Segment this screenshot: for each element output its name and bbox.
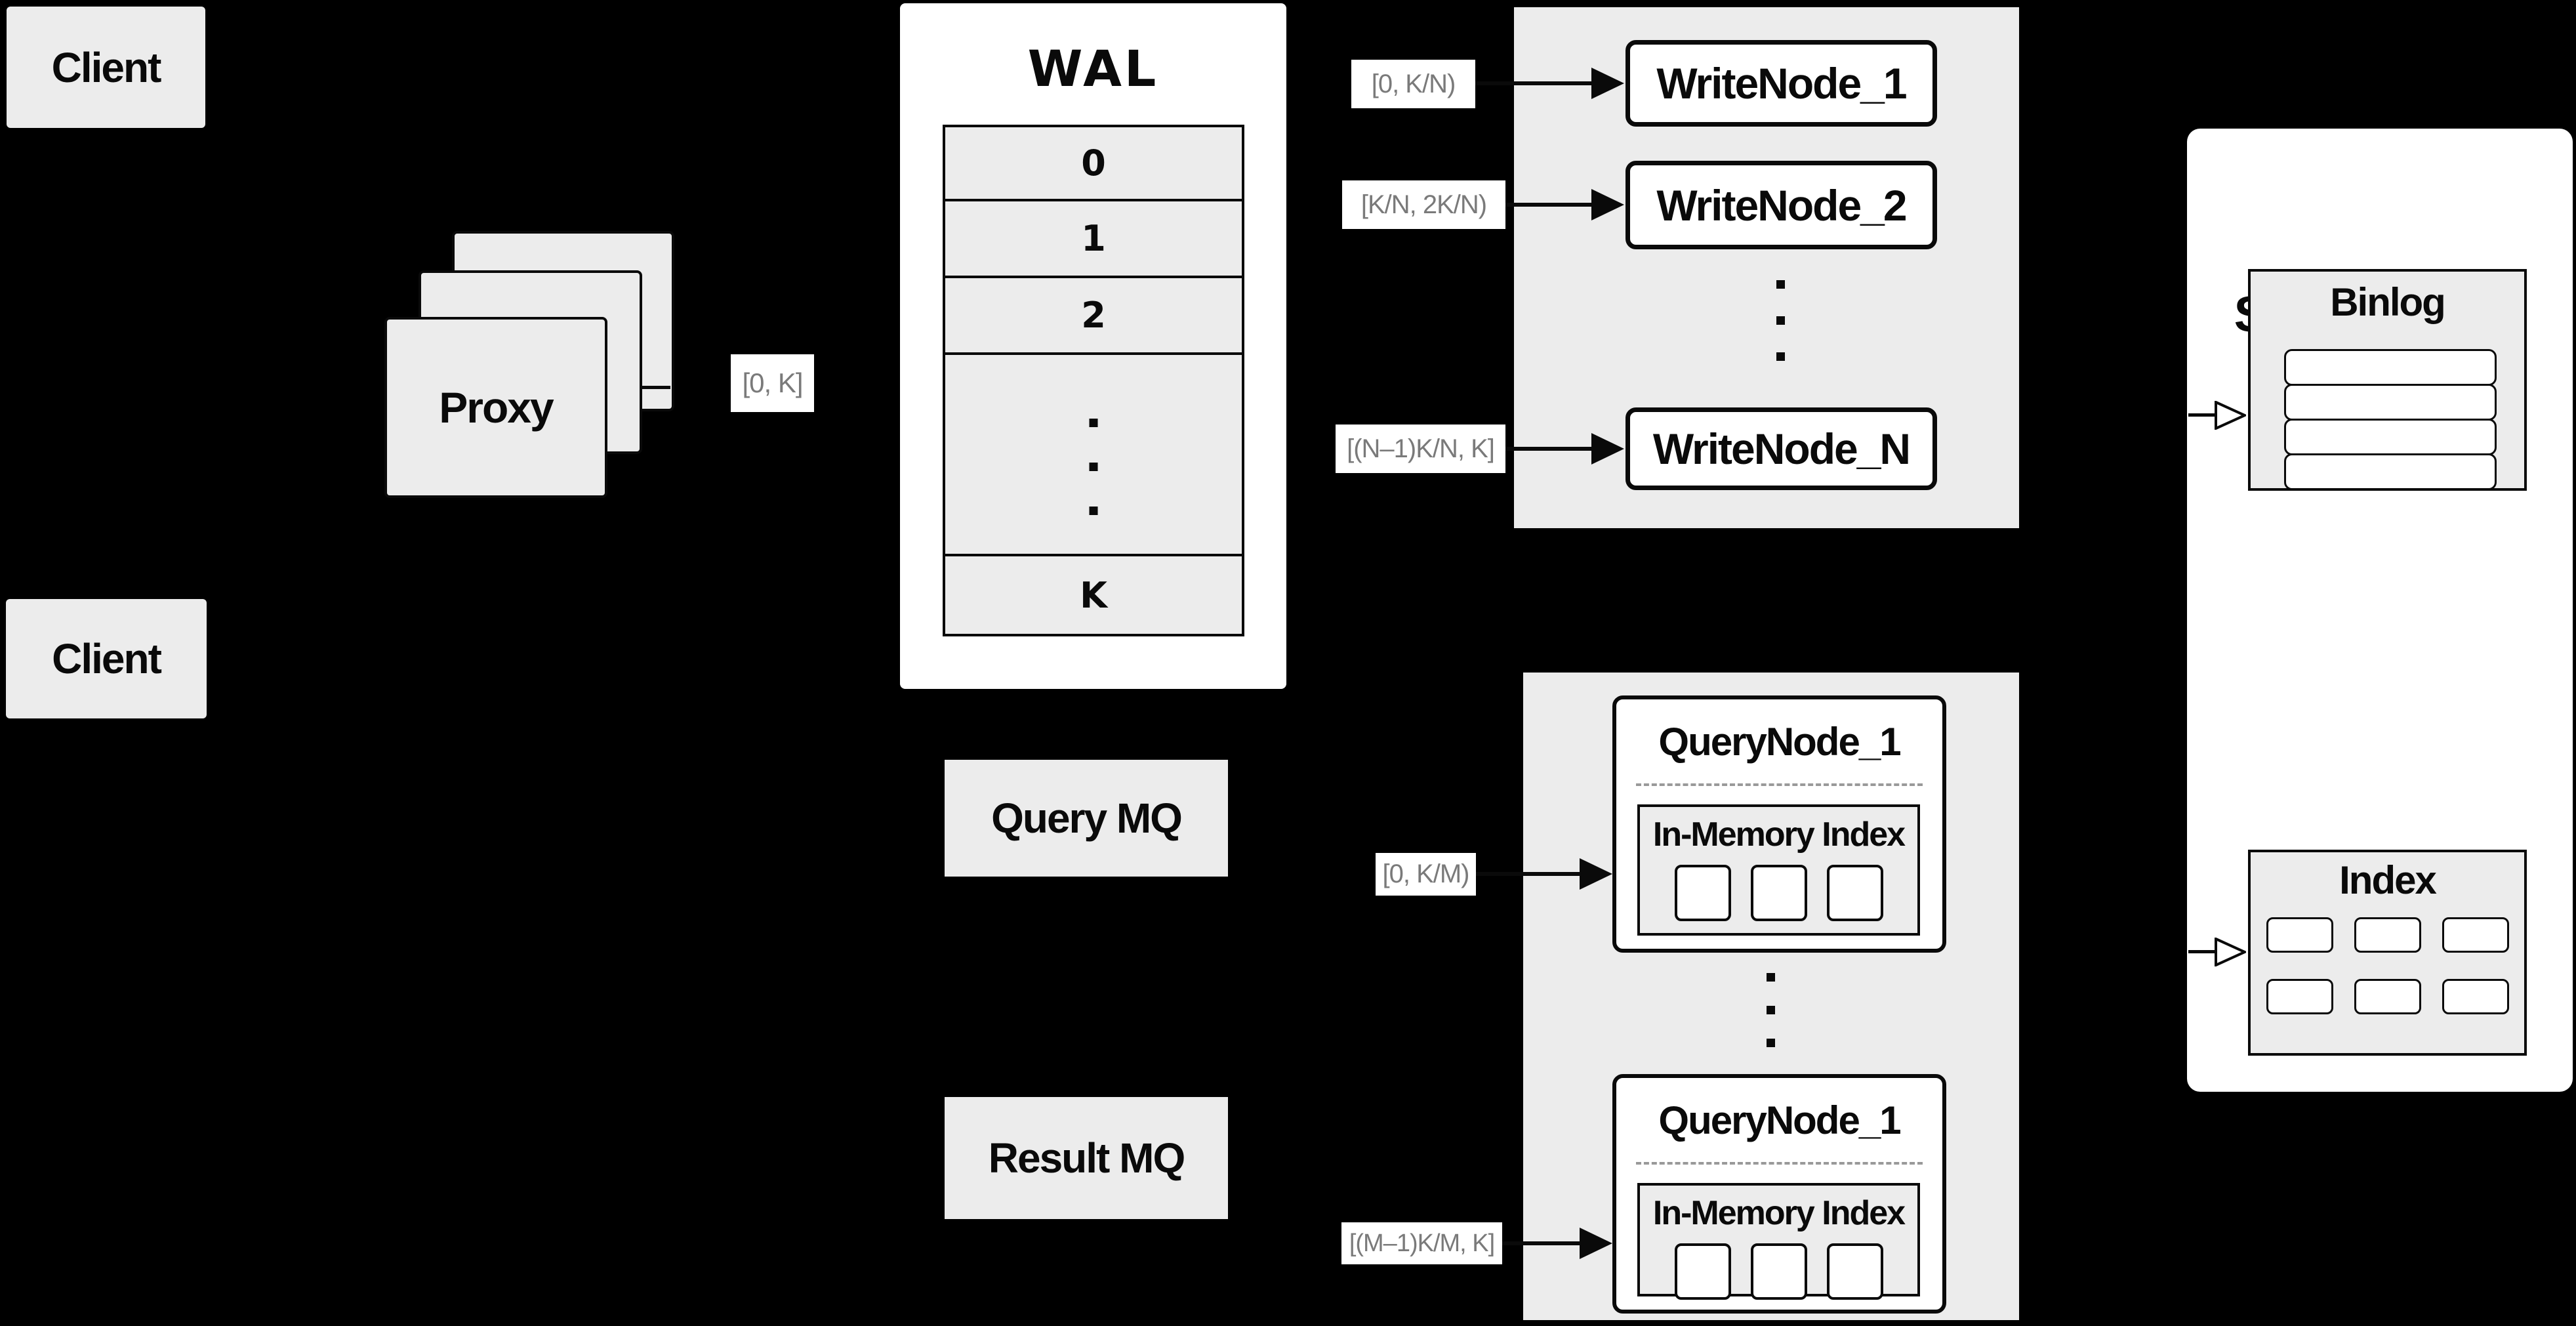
query-node-2: QueryNode_1 In-Memory Index	[1612, 1074, 1946, 1314]
client-bottom-box: Client	[6, 599, 207, 718]
range-label-write-n: [(N–1)K/N, K]	[1336, 425, 1505, 473]
write-node-n: WriteNode_N	[1625, 407, 1937, 490]
binlog-box: Binlog	[2248, 269, 2527, 491]
write-ellipsis-icon	[1776, 280, 1785, 361]
arrow-line-write-n	[1505, 447, 1591, 451]
open-arrow-head-binlog-icon	[2215, 401, 2246, 430]
wal-row-0: 0	[945, 127, 1242, 201]
arrow-head-write-1	[1591, 68, 1624, 99]
client-bottom-label: Client	[52, 635, 162, 682]
query-mq-box: Query MQ	[945, 760, 1228, 877]
write-node-1-label: WriteNode_1	[1656, 59, 1907, 108]
wal-row-k: K	[945, 556, 1242, 634]
proxy-to-wal-line	[640, 386, 670, 389]
write-node-2: WriteNode_2	[1625, 161, 1937, 249]
arrow-line-write-1	[1475, 81, 1591, 85]
query-node-1-segments	[1640, 865, 1917, 921]
wal-row-ellipsis	[945, 355, 1242, 556]
range-label-write-1: [0, K/N)	[1351, 60, 1475, 108]
query-node-1-inmemory-label: In-Memory Index	[1652, 816, 1906, 854]
index-title: Index	[2339, 858, 2437, 902]
query-ellipsis-icon	[1767, 973, 1775, 1047]
query-node-1-title: QueryNode_1	[1658, 720, 1901, 764]
write-node-n-label: WriteNode_N	[1652, 425, 1911, 473]
index-segments-row-1	[2251, 917, 2524, 953]
wal-segment-table: 0 1 2 K	[943, 125, 1244, 636]
arrow-head-query-2	[1580, 1228, 1612, 1259]
binlog-rows	[2284, 349, 2497, 490]
range-label-proxy-wal: [0, K]	[731, 354, 814, 412]
write-node-2-label: WriteNode_2	[1656, 180, 1907, 230]
client-top-box: Client	[7, 7, 205, 128]
query-mq-label: Query MQ	[991, 795, 1183, 842]
query-node-1-inmemory-box: In-Memory Index	[1637, 804, 1920, 936]
open-arrow-head-index-icon	[2215, 938, 2246, 966]
wal-title: WAL	[1027, 39, 1159, 98]
binlog-row	[2284, 419, 2497, 455]
arrow-head-query-1	[1580, 858, 1612, 890]
query-node-2-title: QueryNode_1	[1658, 1098, 1901, 1142]
query-node-2-segments	[1640, 1243, 1917, 1300]
query-node-1: QueryNode_1 In-Memory Index	[1612, 695, 1946, 953]
range-label-query-2: [(M–1)K/M, K]	[1341, 1222, 1502, 1264]
binlog-row	[2284, 453, 2497, 490]
store-engine-box: Store Engine Binlog Index	[2187, 129, 2573, 1092]
proxy-box-front: Proxy	[384, 317, 607, 498]
arrow-line-query-2	[1502, 1241, 1580, 1245]
index-segments-row-2	[2251, 979, 2524, 1014]
query-node-2-divider	[1636, 1162, 1923, 1165]
binlog-title: Binlog	[2330, 280, 2446, 324]
client-top-label: Client	[51, 43, 162, 91]
wal-box: WAL 0 1 2 K	[900, 3, 1286, 689]
query-node-1-divider	[1636, 783, 1923, 786]
arrow-line-binlog	[2188, 413, 2216, 417]
arrow-line-index	[2188, 950, 2216, 953]
binlog-row	[2284, 349, 2497, 386]
vertical-ellipsis-icon	[1089, 419, 1098, 515]
range-label-query-1: [0, K/M)	[1376, 853, 1476, 896]
binlog-row	[2284, 384, 2497, 421]
proxy-label: Proxy	[439, 383, 554, 432]
arrow-line-write-2	[1505, 203, 1591, 207]
index-box: Index	[2248, 850, 2527, 1056]
range-label-write-2: [K/N, 2K/N)	[1342, 180, 1505, 229]
arrow-line-query-1	[1476, 872, 1580, 876]
write-node-1: WriteNode_1	[1625, 40, 1937, 127]
arrow-head-write-n	[1591, 433, 1624, 465]
result-mq-box: Result MQ	[945, 1097, 1228, 1219]
wal-row-1: 1	[945, 201, 1242, 278]
arrow-head-write-2	[1591, 189, 1624, 220]
result-mq-label: Result MQ	[988, 1134, 1185, 1182]
query-node-2-inmemory-label: In-Memory Index	[1652, 1194, 1906, 1232]
wal-row-2: 2	[945, 278, 1242, 355]
query-node-2-inmemory-box: In-Memory Index	[1637, 1183, 1920, 1300]
